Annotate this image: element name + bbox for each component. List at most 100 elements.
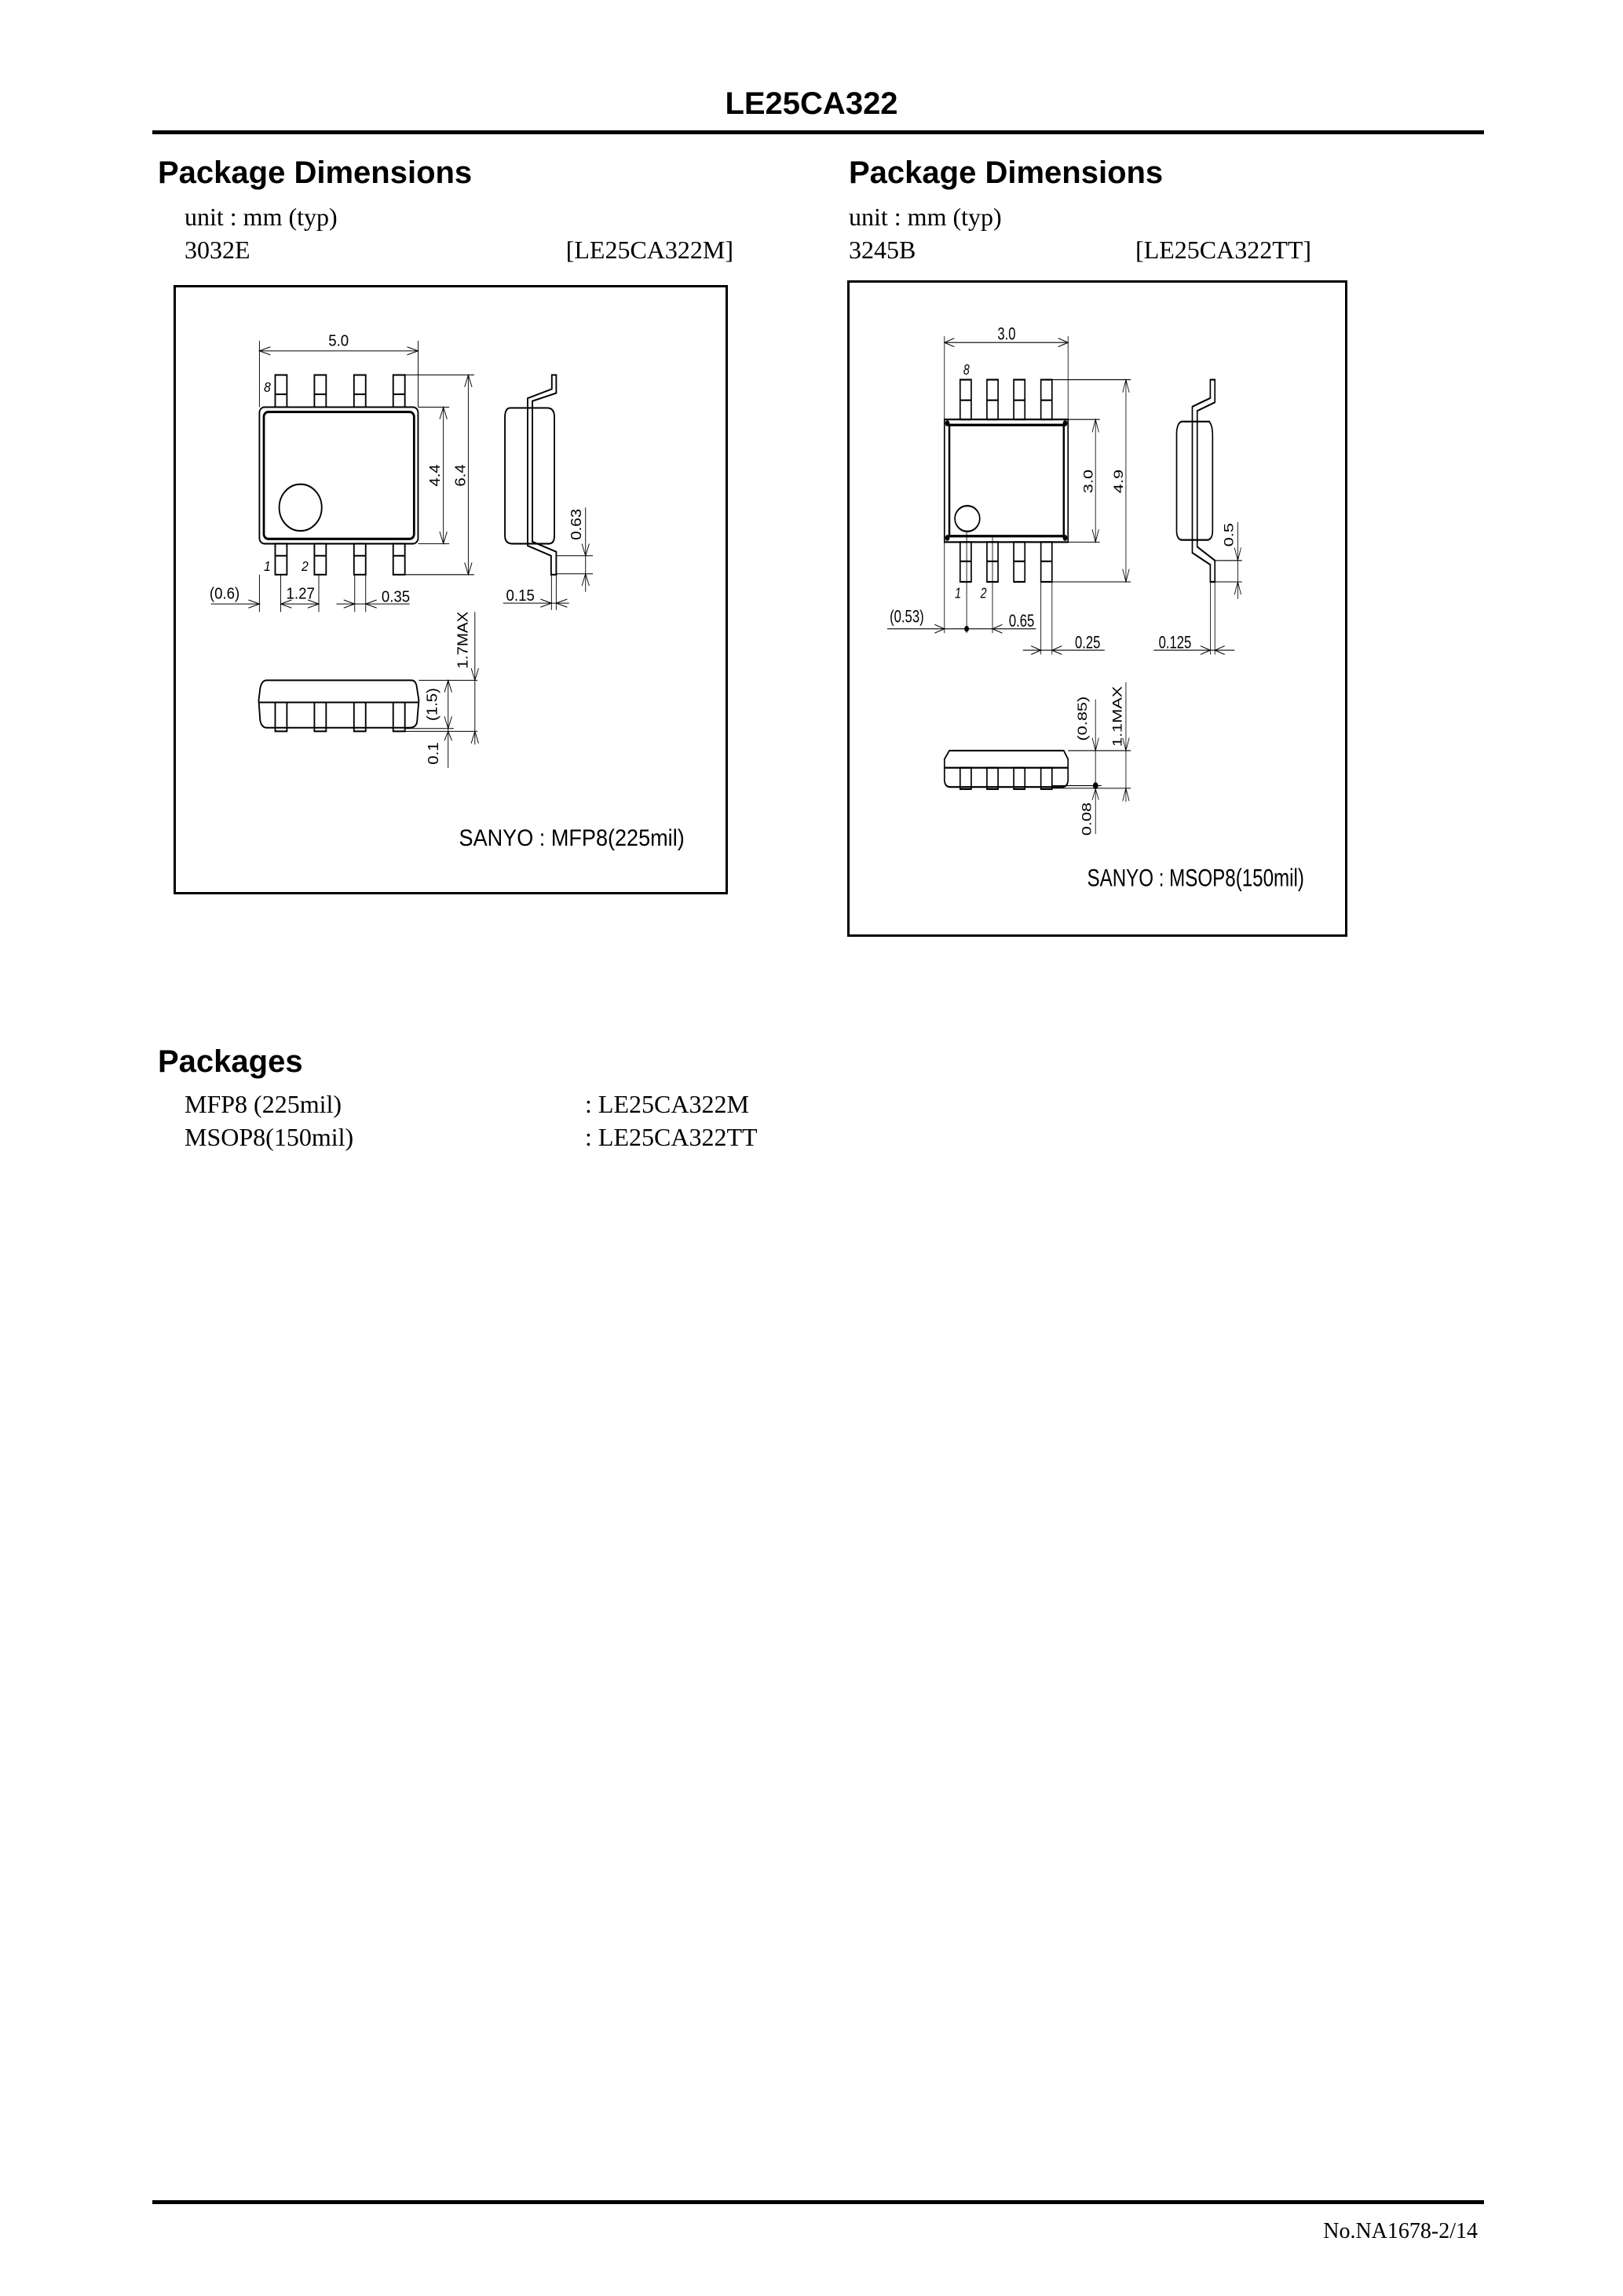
drawing-stroke: [274, 374, 288, 408]
dim-body-thickness: (1.5): [425, 688, 441, 721]
drawing-stroke: [581, 543, 590, 587]
drawing-stroke: [464, 373, 473, 576]
drawing-stroke: [943, 338, 1069, 348]
dim-lead-height: 0.63: [568, 509, 585, 540]
drawing-stroke: [313, 543, 327, 576]
right-part: [LE25CA322TT]: [1135, 236, 1311, 264]
dim-lead-thickness: 0.15: [506, 587, 535, 605]
dim-lead-width: 0.35: [382, 588, 410, 606]
drawing-stroke: [470, 667, 479, 744]
drawing-stroke: [1031, 645, 1062, 656]
drawing-stroke: [262, 411, 415, 540]
pin8-label: 8: [264, 379, 272, 395]
footer-rule: [152, 2200, 1484, 2204]
drawing-stroke: [504, 407, 555, 545]
page-reference: No.NA1678-2/14: [1323, 2219, 1478, 2243]
pin8-label: 8: [963, 362, 971, 378]
package-row-1-part: : LE25CA322M: [585, 1090, 749, 1118]
left-section-heading: Package Dimensions: [158, 155, 473, 190]
pin1-label: 1: [955, 586, 961, 601]
drawing-stroke: [392, 543, 406, 576]
dim-body-thickness: (0.85): [1075, 696, 1090, 741]
dim-standoff: 0.08: [1080, 803, 1095, 835]
drawing-stroke: [527, 374, 557, 576]
drawing-stroke: [439, 405, 448, 546]
drawing-stroke: [392, 374, 406, 408]
drawing-stroke: [278, 483, 323, 532]
pin2-label: 2: [980, 586, 987, 601]
dim-lead-thickness: 0.125: [1159, 633, 1192, 653]
drawing-stroke: [1122, 378, 1130, 583]
drawing-stroke: [954, 505, 981, 532]
dim-offset: (0.6): [210, 585, 239, 603]
drawing-stroke: [934, 623, 1003, 634]
drawing-stroke: [945, 420, 950, 426]
drawing-stroke: [964, 626, 970, 632]
document-title: LE25CA322: [725, 86, 898, 121]
drawing-stroke: [274, 701, 288, 733]
drawing-stroke: [274, 701, 406, 733]
drawing-stroke: [444, 678, 452, 741]
drawing-stroke: [1091, 418, 1099, 544]
package-caption: SANYO : MSOP8(150mil): [1087, 864, 1304, 891]
drawing-stroke: [353, 543, 367, 576]
right-code: 3245B: [849, 236, 916, 264]
drawing-stroke: [959, 766, 1053, 791]
drawing-stroke: [313, 374, 327, 408]
package-caption: SANYO : MFP8(225mil): [459, 825, 685, 851]
drawing-stroke: [943, 749, 1069, 788]
drawing-stroke: [353, 374, 367, 408]
dim-standoff: 0.1: [426, 742, 442, 764]
drawing-stroke: [959, 378, 1053, 583]
drawing-stroke: [392, 701, 406, 733]
mfp8-diagram: 5.0 8 1 2 4.4 6.4 0.63 (0.6) 1.27 0.35 0…: [174, 285, 728, 894]
package-row-2-name: MSOP8(150mil): [185, 1123, 354, 1151]
drawing-stroke: [1175, 420, 1214, 541]
dim-lead-height: 0.5: [1222, 523, 1237, 547]
dim-width: 3.0: [997, 324, 1015, 344]
dim-total-height: 4.9: [1111, 470, 1126, 493]
drawing-stroke: [945, 420, 1068, 541]
drawing-stroke: [248, 599, 377, 609]
drawing-stroke: [1062, 535, 1068, 541]
drawing-stroke: [1013, 766, 1026, 791]
dim-lead-width: 0.25: [1075, 633, 1100, 653]
drawing-stroke: [353, 701, 367, 733]
left-part: [LE25CA322M]: [565, 236, 733, 264]
dim-width: 5.0: [328, 332, 349, 350]
drawing-stroke: [274, 543, 288, 576]
drawing-stroke: [540, 598, 568, 608]
package-row-2-part: : LE25CA322TT: [585, 1123, 758, 1151]
packages-heading: Packages: [158, 1044, 303, 1079]
drawing-stroke: [1062, 420, 1068, 426]
drawing-stroke: [948, 423, 1066, 538]
drawing-stroke: [1040, 766, 1053, 791]
left-unit: unit : mm (typ): [185, 203, 338, 231]
drawing-stroke: [1191, 378, 1216, 583]
drawing-stroke: [313, 701, 327, 733]
drawing-stroke: [986, 766, 999, 791]
drawing-stroke: [258, 406, 419, 545]
right-section-heading: Package Dimensions: [849, 155, 1164, 190]
drawing-stroke: [274, 374, 406, 576]
dim-pitch: 0.65: [1009, 612, 1034, 631]
drawing-stroke: [258, 679, 420, 729]
drawing-stroke: [1234, 547, 1241, 595]
dim-max-height: 1.1MAX: [1110, 686, 1125, 747]
left-code: 3032E: [185, 236, 250, 264]
dim-body-height: 4.4: [427, 464, 444, 487]
dim-total-height: 6.4: [452, 464, 469, 487]
dim-body-height: 3.0: [1081, 470, 1096, 494]
drawing-stroke: [959, 766, 972, 791]
drawing-stroke: [258, 346, 419, 356]
drawing-stroke: [1200, 645, 1225, 656]
drawing-stroke: [943, 419, 1069, 543]
drawing-stroke: [945, 535, 950, 541]
header-rule: [152, 130, 1484, 134]
package-row-1-name: MFP8 (225mil): [185, 1090, 342, 1118]
pin2-label: 2: [301, 559, 309, 575]
drawing-stroke: [1122, 737, 1130, 802]
right-unit: unit : mm (typ): [849, 203, 1002, 231]
dim-offset: (0.53): [890, 608, 924, 627]
dim-max-height: 1.7MAX: [455, 612, 471, 669]
